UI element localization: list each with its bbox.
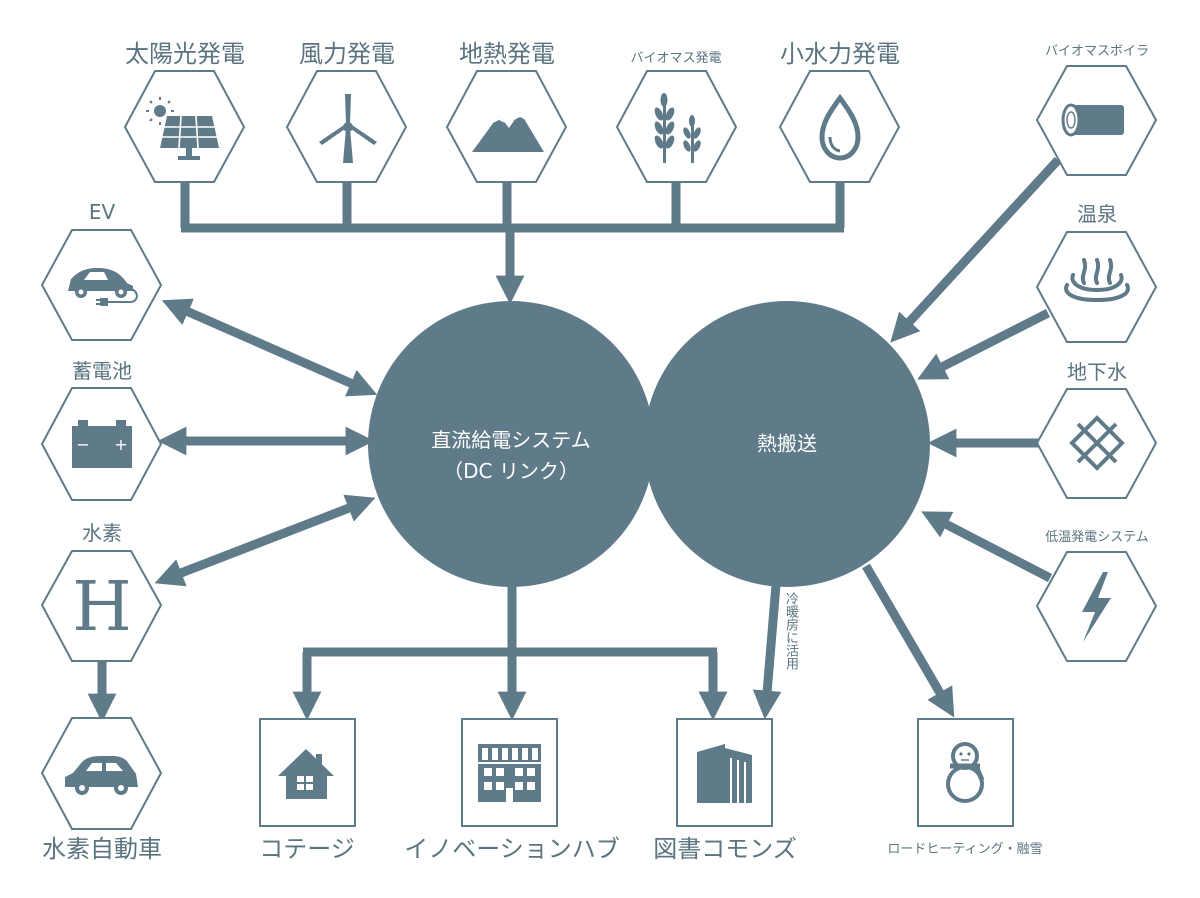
wind-label: 風力発電 [299,40,395,68]
groundwater-node [1035,388,1158,499]
biomass-node [615,70,738,183]
ev-label: EV [88,200,116,224]
dc-link-hub-label: 直流給電システム （DC リンク） [431,425,590,487]
battery-node: − + [40,387,163,501]
battery-plus-sign: + [114,435,127,454]
well-icon [1069,415,1125,471]
wind-node [285,70,408,183]
library-node [676,718,773,827]
ev-node [40,229,163,341]
boiler-node [1035,65,1158,176]
heat-library-arrow [752,584,782,720]
house-icon [278,749,334,799]
dc-link-subtitle: （DC リンク） [443,459,579,483]
geothermal-label: 地熱発電 [459,40,555,68]
heat-transport-hub [644,301,930,587]
wheat-icon [654,93,701,163]
groundwater-label: 地下水 [1067,360,1127,384]
hot-spring-icon [1064,258,1130,303]
connectors [87,156,1062,723]
innovation-hub-node [461,718,558,827]
onsen-label: 温泉 [1077,202,1117,226]
dc-link-hub [368,301,654,587]
road-heating-node [917,718,1014,827]
fcv-node [40,717,163,830]
tower-building-icon [697,744,752,803]
ev-dc-arrow [161,298,378,397]
hydrogen-letter-icon: H [72,568,131,647]
road-heating-label: ロードヒーティング・融雪 [887,842,1043,857]
solar-label: 太陽光発電 [125,40,245,68]
heat-hub-label: 熱搬送 [757,431,817,456]
log-icon [1061,103,1124,137]
wind-turbine-icon [319,94,377,163]
hydrogen-dc-arrow [154,494,376,587]
boiler-heat-arrow [890,156,1062,343]
lowtemp-node [1035,551,1158,662]
lightning-icon [1082,572,1111,642]
dc-link-title: 直流給電システム [431,428,591,452]
hydrogen-label: 水素 [82,521,122,545]
solar-node [123,70,246,183]
biomass-label: バイオマス発電 [630,51,722,66]
geothermal-node [445,70,568,183]
library-label: 図書コモンズ [653,835,797,863]
heating-cooling-annotation: 冷暖房に活用 [783,592,798,670]
innovation-hub-label: イノベーションハブ [404,835,620,863]
battery-icon: − + [72,420,132,468]
onsen-heat-arrow [917,308,1051,380]
electric-car-icon [68,268,138,306]
mountain-icon [472,112,544,152]
onsen-node [1035,231,1158,343]
battery-label: 蓄電池 [72,359,132,383]
heat-road-arrow [862,563,955,718]
battery-minus-sign: − [76,435,89,454]
lowtemp-label: 低温発電システム [1045,530,1149,545]
lowtemp-heat-arrow [921,511,1053,582]
snowman-icon [946,742,985,803]
water-drop-icon [819,93,861,161]
boiler-label: バイオマスボイラ [1044,44,1150,59]
cottage-label: コテージ [259,835,355,863]
fcv-label: 水素自動車 [42,835,162,863]
hydro-label: 小水力発電 [780,40,900,68]
office-building-icon [478,744,541,802]
hydrogen-node: H [40,550,163,662]
hydro-node [778,70,901,183]
cottage-node [259,718,356,827]
car-icon [65,756,138,795]
solar-panel-icon [146,97,219,160]
